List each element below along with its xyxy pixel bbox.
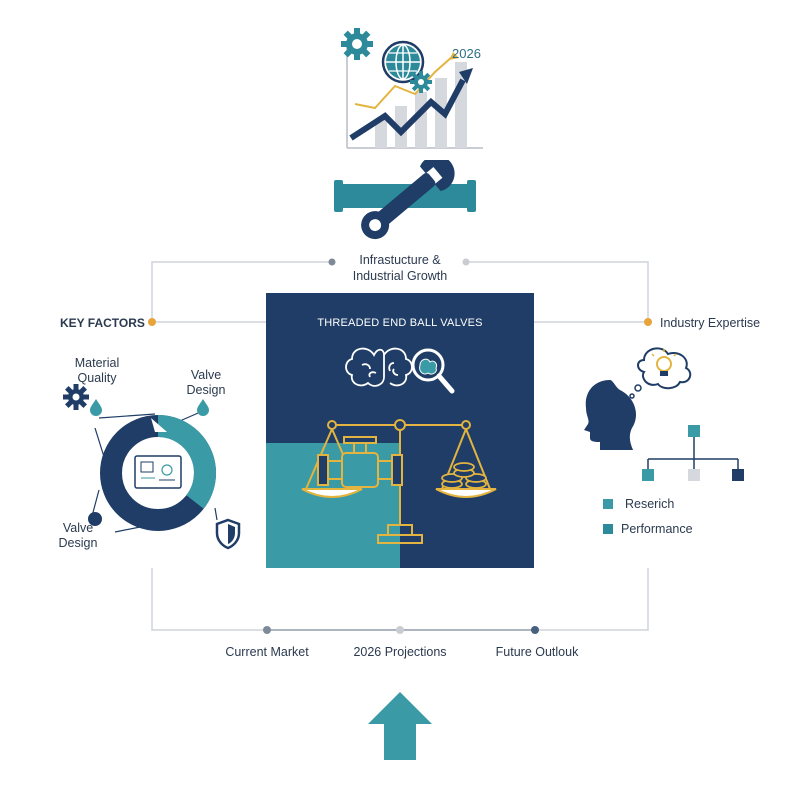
valve-design-bottom-label: Valve Design [48,521,108,551]
valve-design-top-label: Valve Design [176,368,236,398]
timeline-current-market: Current Market [225,645,309,659]
brain-icon [345,347,413,387]
scale-illustration [301,347,497,544]
infrastructure-label-line2: Industrial Growth [352,269,448,283]
legend-performance-swatch [603,524,613,534]
legend-research-label: Reserich [625,497,675,511]
bottom-bracket [151,568,649,631]
legend-performance: Performance [603,522,693,536]
org-chart-icon [642,425,744,481]
timeline-dot-current [263,626,271,634]
infrastructure-label-line1: Infrastucture & [359,253,441,267]
droplet-icon-right [197,399,209,416]
key-factors-dot [148,318,156,326]
top-bracket-line-left [151,261,332,322]
valve-design-bottom-line2: Design [58,536,98,550]
valve-design-top-line1: Valve [190,368,222,382]
timeline-future-outlook: Future Outlouk [495,645,579,659]
top-bracket-dot-right [462,258,470,266]
material-quality-label: Material Quality [62,356,132,386]
droplet-icon-left [90,399,102,416]
timeline-dot-2026 [396,626,404,634]
timeline-2026-projections: 2026 Projections [353,645,447,659]
material-quality-line2: Quality [77,371,117,385]
navy-dot-icon [88,512,102,526]
growth-chart-icon [341,28,483,149]
top-bracket-dot-left [328,258,336,266]
ball-valve-icon [317,436,403,488]
center-panel: THREADED END BALL VALVES [266,293,534,568]
valve-design-top-line2: Design [186,383,226,397]
legend-research-swatch [603,499,613,509]
key-factors-label: KEY FACTORS [60,316,145,330]
year-label: 2026 [452,46,481,61]
thinking-head-icon [584,347,692,450]
expertise-dot [644,318,652,326]
material-quality-line1: Material [74,356,120,370]
pipe-wrench-icon [334,160,476,240]
up-arrow-icon [368,692,432,760]
infrastructure-label: Infrastucture & Industrial Growth [330,252,470,284]
key-factors-donut [90,409,218,533]
center-panel-title: THREADED END BALL VALVES [317,317,483,329]
magnifier-brain-icon [411,348,455,394]
legend-research: Reserich [603,497,674,511]
gear-icon [63,384,89,410]
coins-stack-icon [441,462,487,489]
valve-design-bottom-line1: Valve [62,521,94,535]
top-bracket-line-right [466,261,649,322]
shield-icon [215,518,241,550]
timeline-dot-future [531,626,539,634]
legend-performance-label: Performance [621,522,693,536]
industry-expertise-label: Industry Expertise [660,316,761,330]
